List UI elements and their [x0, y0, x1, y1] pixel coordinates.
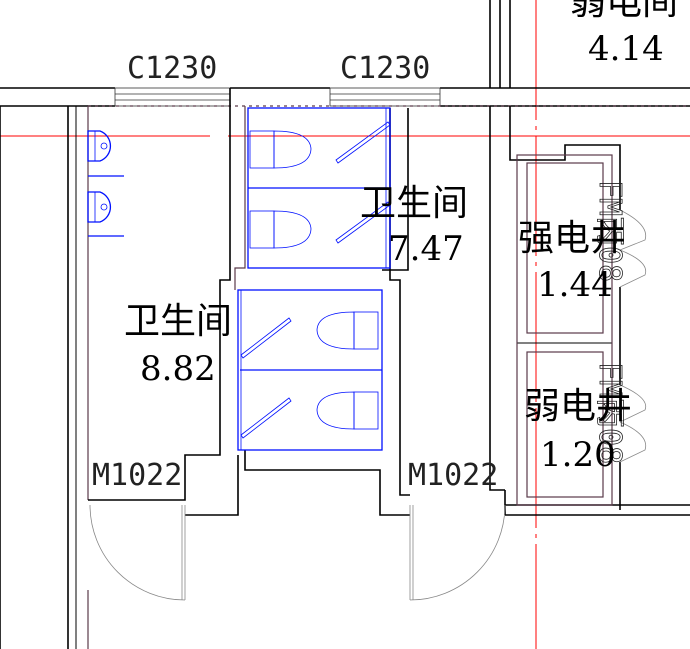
- room-name: 卫生间: [360, 183, 468, 224]
- room-area: 1.44: [537, 265, 613, 305]
- room-area: 7.47: [388, 229, 464, 269]
- room-area: 8.82: [140, 349, 216, 389]
- door-label: M1022: [408, 458, 498, 493]
- room-name: 卫生间: [124, 301, 232, 342]
- door-m1022-right-swing: [409, 504, 506, 601]
- toilet-stalls-upper: [247, 107, 391, 269]
- fire-door-label: FM丙08: [592, 362, 627, 464]
- window-label: C1230: [127, 51, 217, 86]
- door-label: M1022: [92, 458, 182, 493]
- room-name: 强电井: [518, 218, 626, 259]
- window-c1230-left: [114, 87, 231, 107]
- room-name: 弱电间: [570, 0, 678, 23]
- window-c1230-right: [329, 87, 441, 107]
- toilet-stalls-lower: [237, 289, 383, 451]
- shaft-doors: [619, 209, 647, 463]
- urinals: [87, 130, 124, 237]
- room-area: 4.14: [588, 29, 664, 69]
- door-m1022-left-swing: [89, 504, 186, 601]
- fire-door-label: FM丙08: [592, 180, 627, 282]
- window-label: C1230: [340, 51, 430, 86]
- room-name: 弱电井: [524, 386, 632, 427]
- room-area: 1.20: [540, 435, 616, 475]
